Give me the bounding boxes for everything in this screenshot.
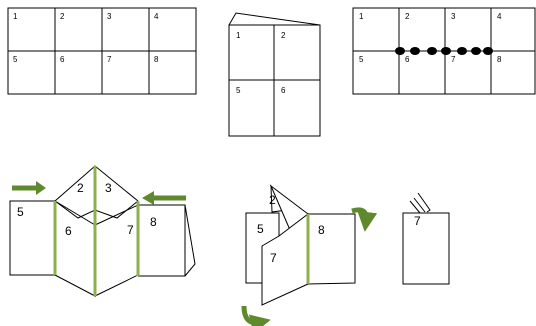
step2-cell-2: 2 [281,31,286,40]
step3-cell-6: 6 [405,55,410,64]
step1-cell-6: 6 [60,55,65,64]
step1-cell-5: 5 [13,55,18,64]
step1-cell-2: 2 [60,12,65,21]
step1-cell-8: 8 [154,55,159,64]
step3-cell-1: 1 [359,12,364,21]
step3-cell-4: 4 [497,12,502,21]
step3-cell-5: 5 [359,55,364,64]
step2-cell-1: 1 [236,31,241,40]
step1-sheet [8,8,196,94]
step5-label-5: 5 [257,222,264,236]
step4-arrow-right [12,181,46,195]
step4-label-3: 3 [105,181,112,195]
step1-cell-4: 4 [154,12,159,21]
step5-label-7: 7 [270,251,277,265]
step5-curved-arrow-bottom [244,306,261,323]
step1-cell-7: 7 [107,55,112,64]
step4-arrow-left [142,191,186,205]
step2-cell-5: 5 [236,86,241,95]
step5-label-2: 2 [269,193,276,207]
step4-label-8: 8 [150,215,157,229]
step3-cell-8: 8 [497,55,502,64]
step2-cell-6: 6 [281,86,286,95]
step4-label-7: 7 [127,223,134,237]
step6-label-7: 7 [414,214,421,228]
step4-label-6: 6 [65,224,72,238]
step2-folded-sheet [229,13,320,136]
step4-label-5: 5 [17,205,24,219]
step3-cell-7: 7 [451,55,456,64]
step1-cell-3: 3 [107,12,112,21]
step3-cell-3: 3 [451,12,456,21]
step1-cell-1: 1 [13,12,18,21]
step4-label-2: 2 [77,181,84,195]
step3-cell-2: 2 [405,12,410,21]
step5-label-8: 8 [318,223,325,237]
step5-folding-booklet [246,186,355,305]
step6-finished-booklet [403,193,449,284]
